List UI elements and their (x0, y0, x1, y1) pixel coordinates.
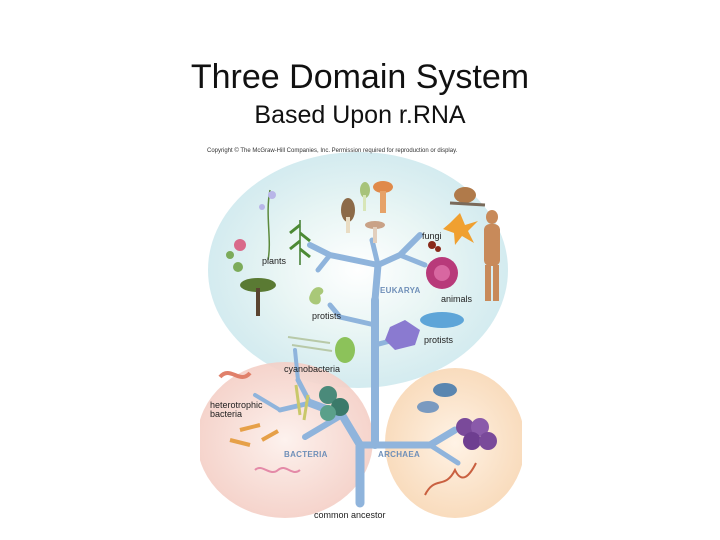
label-cyanobacteria: cyanobacteria (284, 364, 341, 374)
animals-illustration (426, 187, 500, 301)
label-protists-right: protists (424, 335, 454, 345)
label-eukarya: EUKARYA (380, 286, 421, 295)
label-fungi: fungi (422, 231, 442, 241)
label-protists-left: protists (312, 311, 342, 321)
fungi-illustration (341, 181, 393, 243)
cyanobacteria-illustration (294, 384, 349, 421)
heterotrophic-bacteria-illustration (218, 371, 301, 473)
copyright-notice: Copyright © The McGraw-Hill Companies, I… (207, 148, 458, 154)
eukarya-halo (208, 152, 508, 388)
label-plants: plants (262, 256, 287, 266)
label-animals: animals (441, 294, 473, 304)
slide-title: Three Domain System (190, 58, 530, 96)
bacteria-halo (200, 362, 373, 518)
label-archaea: ARCHAEA (378, 450, 421, 459)
protists-illustration (287, 287, 464, 363)
tree-illustration (200, 152, 522, 518)
phylogenetic-tree (253, 232, 461, 508)
label-common-ancestor: common ancestor (314, 510, 386, 520)
plants-illustration (226, 189, 311, 316)
label-heterotrophic-bacteria: heterotrophic bacteria (210, 400, 263, 420)
tree-of-life-figure: Copyright © The McGraw-Hill Companies, I… (200, 145, 522, 530)
archaea-illustration (417, 383, 497, 496)
slide-subtitle: Based Upon r.RNA (254, 101, 466, 129)
label-bacteria: BACTERIA (284, 450, 328, 459)
